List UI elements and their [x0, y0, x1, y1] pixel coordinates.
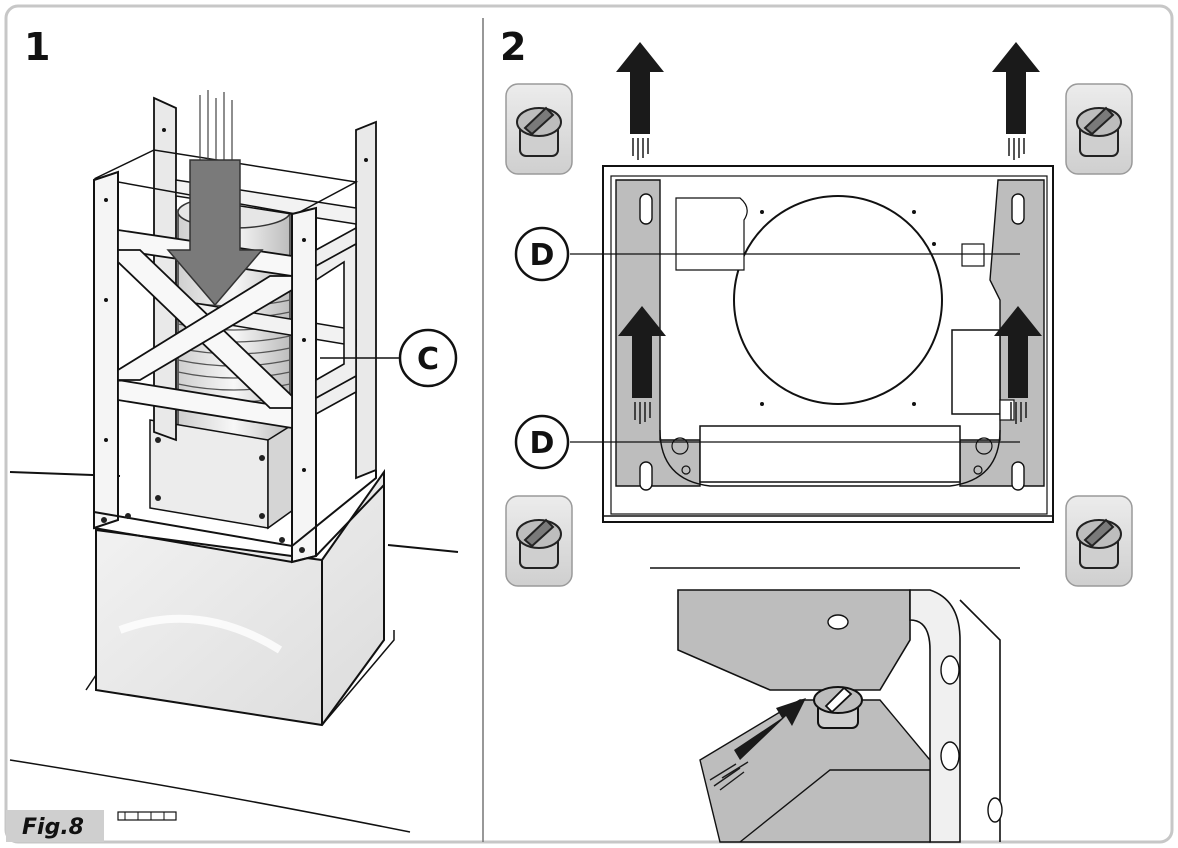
figure-label-background	[6, 810, 104, 842]
step-number-1: 1	[24, 25, 50, 69]
panel-2: 2 D	[500, 25, 1133, 843]
callout-c-label: C	[417, 342, 439, 377]
screw-icon	[1065, 495, 1133, 587]
callout-d-top-label: D	[530, 238, 555, 273]
arrow-down-icon	[166, 90, 264, 307]
screw-closeup-detail	[677, 589, 1003, 843]
screw-icon	[505, 495, 573, 587]
panel-1: 1	[6, 25, 459, 842]
figure-label: Fig.8	[22, 815, 84, 840]
callout-d-bottom-label: D	[530, 426, 555, 461]
screw-icon	[1065, 83, 1133, 175]
step-number-2: 2	[500, 25, 526, 69]
screw-icon	[505, 83, 573, 175]
